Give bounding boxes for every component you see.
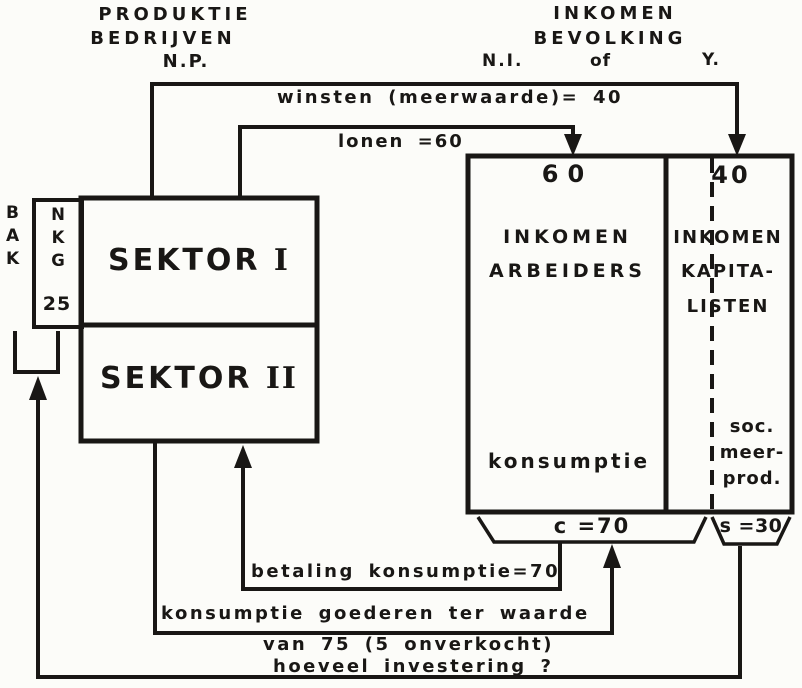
surplus-line3: prod.: [722, 468, 782, 489]
goederen-label-2: van 75 (5 onverkocht): [263, 634, 554, 655]
investering-arrowhead: [29, 376, 47, 400]
goederen-flow-line: [153, 442, 614, 635]
header-right-ni: N.I.: [482, 51, 524, 71]
sektor-1-label: SEKTOR I: [81, 243, 317, 279]
c70-label: c =70: [553, 514, 631, 538]
capitalists-line2: KAPITA-: [680, 261, 776, 282]
sektor-box-outline: [78, 195, 320, 444]
header-right-line2: BEVOLKING: [533, 28, 687, 49]
investment-bucket: [13, 331, 60, 374]
investering-label: hoeveel investering ?: [273, 656, 554, 677]
betaling-arrowhead: [234, 445, 252, 468]
income-box-outline: [465, 153, 795, 515]
capitalists-line3: LISTEN: [686, 296, 770, 317]
investering-flow-line: [36, 398, 742, 679]
lonen-arrowhead: [564, 134, 582, 156]
bak-letter-b: B: [6, 203, 19, 223]
sektor-1-numeral: I: [273, 243, 290, 278]
c70-bracket: [476, 516, 708, 544]
sektor-2-label: SEKTOR II: [81, 361, 317, 397]
workers-amount: 60: [541, 160, 594, 188]
lonen-flow-line: [238, 125, 575, 199]
sektor-2-numeral: II: [265, 361, 298, 396]
capitalists-amount: 40: [711, 161, 751, 189]
goederen-label-1: konsumptie goederen ter waarde: [161, 603, 590, 624]
nkg-letter-g: G: [51, 251, 65, 270]
betaling-flow-line: [241, 466, 562, 591]
bak-letter-k: K: [6, 249, 20, 269]
winsten-flow-line: [150, 82, 739, 199]
header-left-line2: BEDRIJVEN: [90, 28, 236, 49]
header-left-line1: PRODUKTIE: [98, 4, 252, 25]
capitalists-line1: INKOMEN: [673, 227, 783, 248]
workers-line1: INKOMEN: [503, 226, 632, 248]
bak-label: B A K: [6, 202, 19, 271]
header-right-y: Y.: [702, 50, 720, 70]
s30-label: s =30: [719, 515, 783, 537]
konsumptie-label: konsumptie: [487, 449, 651, 473]
bak-letter-a: A: [6, 226, 20, 246]
sektor-2-name: SEKTOR: [100, 361, 253, 396]
surplus-line1: soc.: [729, 416, 775, 437]
surplus-line2: meer-: [719, 442, 785, 463]
nkg-letter-n: N: [51, 205, 65, 224]
header-right-line1: INKOMEN: [553, 3, 677, 24]
winsten-label: winsten (meerwaarde)= 40: [277, 87, 624, 108]
betaling-label: betaling konsumptie=70: [251, 561, 561, 582]
nkg-letter-k: K: [51, 228, 65, 247]
workers-line2: ARBEIDERS: [489, 260, 646, 282]
s30-bracket: [710, 516, 792, 546]
nkg-value: 25: [42, 293, 72, 315]
header-right-of: of: [590, 51, 612, 71]
winsten-arrowhead: [728, 134, 746, 156]
nkg-label: N K G: [34, 203, 82, 272]
sektor-1-name: SEKTOR: [108, 243, 261, 278]
lonen-label: lonen =60: [338, 131, 464, 152]
header-left-line3: N.P.: [162, 51, 210, 72]
goederen-arrowhead: [603, 544, 621, 568]
